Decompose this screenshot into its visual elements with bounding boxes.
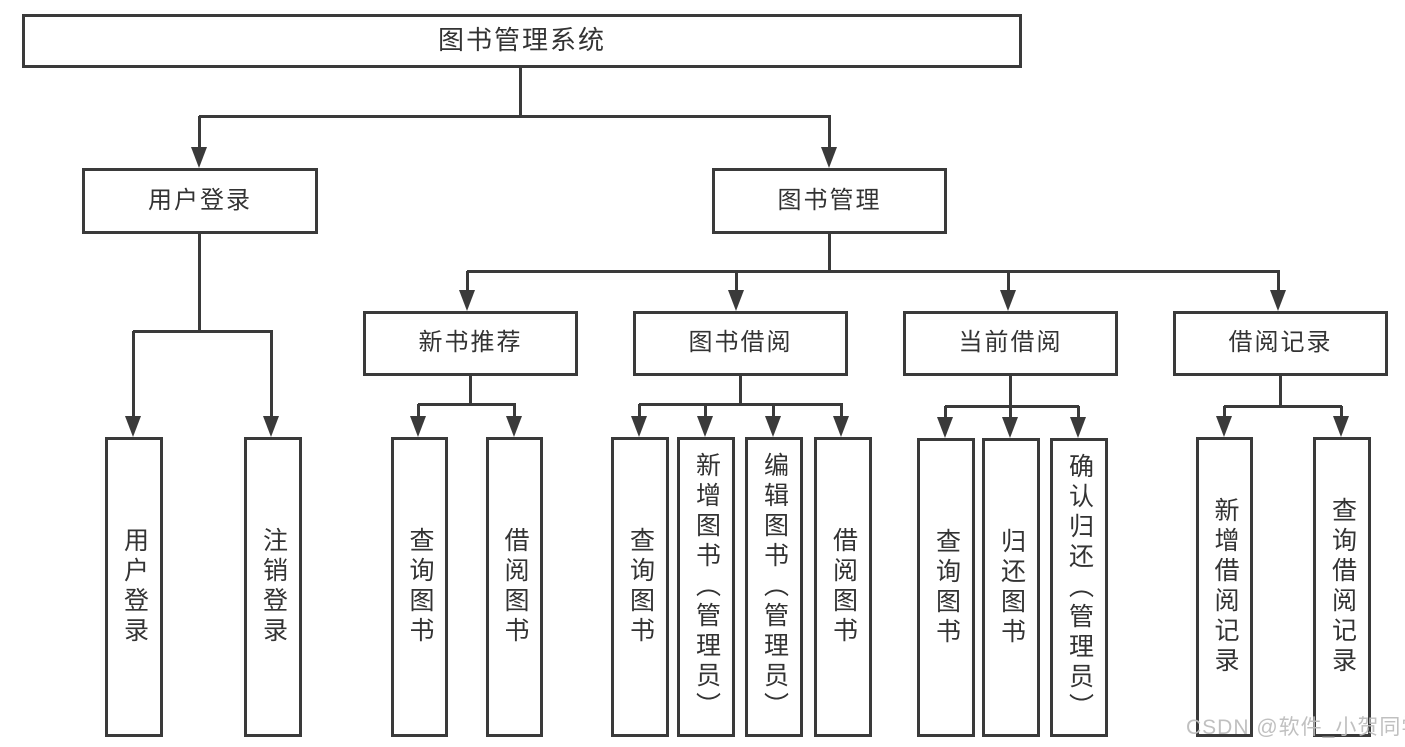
node-bb-borrow-books: 借阅图书 xyxy=(814,437,872,737)
arrowhead-down-icon xyxy=(1000,290,1016,311)
node-label-book-management-module: 图书管理 xyxy=(777,186,882,214)
node-label-cb-return-books: 归还图书 xyxy=(997,527,1026,648)
node-label-cb-query-books: 查询图书 xyxy=(932,527,961,648)
node-bb-query-books: 查询图书 xyxy=(611,437,669,737)
node-nb-borrow-books: 借阅图书 xyxy=(486,437,543,737)
node-label-bb-borrow-books: 借阅图书 xyxy=(829,527,858,647)
arrow-stem xyxy=(839,404,843,421)
arrowhead-down-icon xyxy=(410,416,426,437)
arrowhead-down-icon xyxy=(191,147,207,168)
arrow-stem xyxy=(734,271,738,295)
node-bb-add-books-admin: 新增图书（管理员） xyxy=(677,437,735,737)
node-logout-action: 注销登录 xyxy=(244,437,302,737)
arrowhead-down-icon xyxy=(833,416,849,437)
arrow-stem xyxy=(1006,271,1010,295)
arrowhead-down-icon xyxy=(697,416,713,437)
arrow-stem xyxy=(1339,406,1343,421)
node-cb-query-books: 查询图书 xyxy=(917,438,975,737)
connector-line xyxy=(1008,376,1012,408)
arrowhead-down-icon xyxy=(631,416,647,437)
node-user-login-module: 用户登录 xyxy=(82,168,318,234)
connector-line xyxy=(418,402,516,406)
arrowhead-down-icon xyxy=(728,290,744,311)
arrow-stem xyxy=(1076,406,1080,422)
arrow-stem xyxy=(1222,406,1226,421)
connector-line xyxy=(1278,376,1282,408)
arrow-stem xyxy=(1008,406,1012,422)
node-book-borrowing: 图书借阅 xyxy=(633,311,848,376)
node-br-add-record: 新增借阅记录 xyxy=(1196,437,1253,737)
connector-line xyxy=(945,404,1079,408)
csdn-watermark: CSDN @软件_小贺同学 xyxy=(1186,716,1405,739)
arrowhead-down-icon xyxy=(1270,290,1286,311)
connector-line xyxy=(197,234,201,333)
node-label-borrowing-records: 借阅记录 xyxy=(1228,329,1333,357)
node-new-book-recommend: 新书推荐 xyxy=(363,311,578,376)
arrow-stem xyxy=(131,331,135,421)
node-user-login-action: 用户登录 xyxy=(105,437,163,737)
node-label-root-library-system: 图书管理系统 xyxy=(437,25,606,56)
node-label-new-book-recommend: 新书推荐 xyxy=(418,329,523,357)
node-label-user-login-module: 用户登录 xyxy=(148,186,252,214)
arrow-stem xyxy=(465,271,469,295)
node-br-query-record: 查询借阅记录 xyxy=(1313,437,1371,737)
arrow-stem xyxy=(637,404,641,421)
arrowhead-down-icon xyxy=(1070,417,1086,438)
connector-line xyxy=(467,269,1280,273)
node-label-nb-query-books: 查询图书 xyxy=(406,527,434,647)
node-label-current-borrowing: 当前借阅 xyxy=(958,329,1063,357)
connector-line xyxy=(133,329,273,333)
arrow-stem xyxy=(943,406,947,422)
connector-line xyxy=(199,114,831,118)
connector-line xyxy=(827,234,831,273)
node-label-bb-query-books: 查询图书 xyxy=(626,527,655,647)
node-label-user-login-action: 用户登录 xyxy=(120,527,149,647)
connector-line xyxy=(639,402,843,406)
arrowhead-down-icon xyxy=(765,416,781,437)
node-label-bb-edit-books-admin: 编辑图书（管理员） xyxy=(760,452,789,722)
arrowhead-down-icon xyxy=(1002,417,1018,438)
node-label-bb-add-books-admin: 新增图书（管理员） xyxy=(692,452,721,722)
node-cb-confirm-return-admin: 确认归还（管理员） xyxy=(1050,438,1108,737)
arrow-stem xyxy=(512,404,516,421)
node-nb-query-books: 查询图书 xyxy=(391,437,448,737)
arrow-stem xyxy=(416,404,420,421)
node-label-logout-action: 注销登录 xyxy=(259,527,288,647)
node-book-management-module: 图书管理 xyxy=(712,168,947,234)
node-borrowing-records: 借阅记录 xyxy=(1173,311,1388,376)
arrow-stem xyxy=(703,404,707,421)
arrow-stem xyxy=(771,404,775,421)
node-label-br-add-record: 新增借阅记录 xyxy=(1211,497,1239,677)
arrowhead-down-icon xyxy=(937,417,953,438)
arrowhead-down-icon xyxy=(506,416,522,437)
arrowhead-down-icon xyxy=(1216,416,1232,437)
node-label-book-borrowing: 图书借阅 xyxy=(688,329,793,357)
connector-line xyxy=(468,376,472,406)
node-label-nb-borrow-books: 借阅图书 xyxy=(501,527,529,647)
node-bb-edit-books-admin: 编辑图书（管理员） xyxy=(745,437,803,737)
arrowhead-down-icon xyxy=(1333,416,1349,437)
arrow-stem xyxy=(197,116,201,152)
arrowhead-down-icon xyxy=(125,416,141,437)
node-current-borrowing: 当前借阅 xyxy=(903,311,1118,376)
connector-line xyxy=(738,376,742,406)
arrow-stem xyxy=(269,331,273,421)
node-root-library-system: 图书管理系统 xyxy=(22,14,1022,68)
connector-line xyxy=(1224,404,1342,408)
arrow-stem xyxy=(1276,271,1280,295)
node-label-cb-confirm-return-admin: 确认归还（管理员） xyxy=(1065,452,1094,723)
arrowhead-down-icon xyxy=(459,290,475,311)
connector-line xyxy=(518,68,522,118)
arrow-stem xyxy=(827,116,831,152)
arrowhead-down-icon xyxy=(821,147,837,168)
arrowhead-down-icon xyxy=(263,416,279,437)
node-cb-return-books: 归还图书 xyxy=(982,438,1040,737)
node-label-br-query-record: 查询借阅记录 xyxy=(1328,497,1357,677)
